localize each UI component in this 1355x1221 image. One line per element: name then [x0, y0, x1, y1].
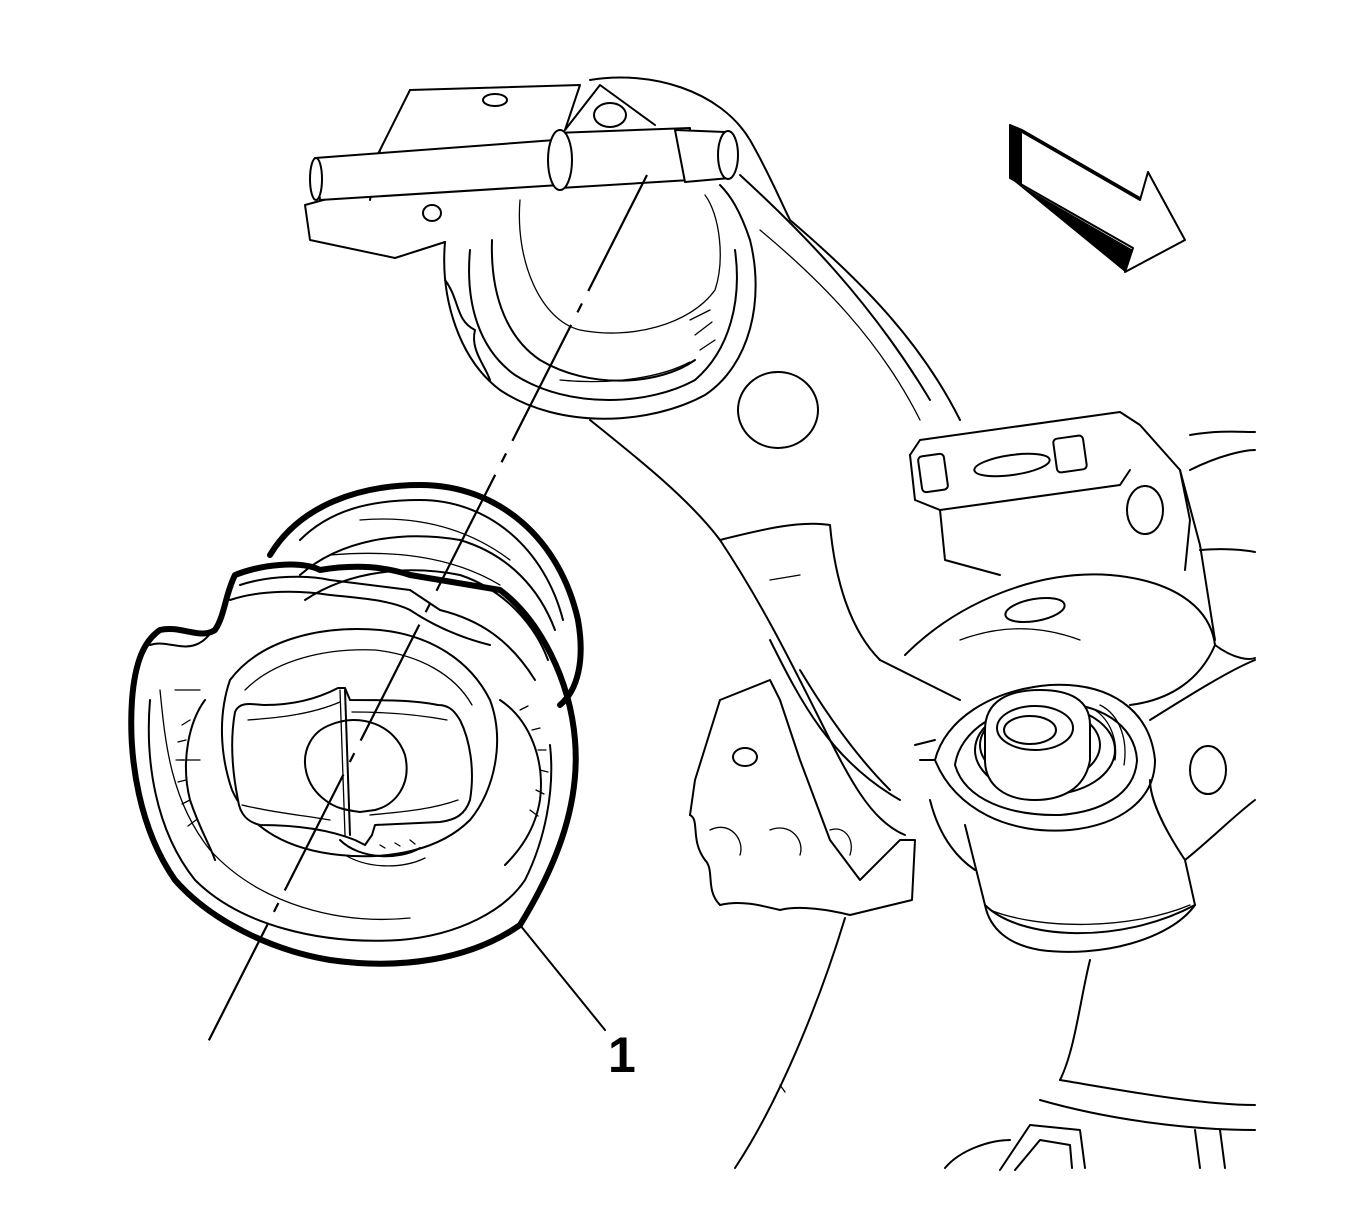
installation-axis: [204, 174, 648, 1049]
lower-partial-component: [944, 959, 1256, 1171]
replacement-bushing: [128, 482, 584, 967]
upper-bushing-bore: [443, 184, 757, 420]
upper-mount-bracket: [304, 84, 739, 259]
installed-bushing: [914, 659, 1256, 953]
lower-bracket-plate: [689, 679, 916, 916]
callout-label: 1: [608, 1027, 636, 1083]
right-mount-bracket: [904, 411, 1256, 706]
direction-arrow-icon: [1009, 124, 1186, 273]
callout-leader-line: [519, 924, 606, 1031]
subframe-arm: [589, 76, 961, 1169]
callout-1: 1: [519, 924, 636, 1083]
